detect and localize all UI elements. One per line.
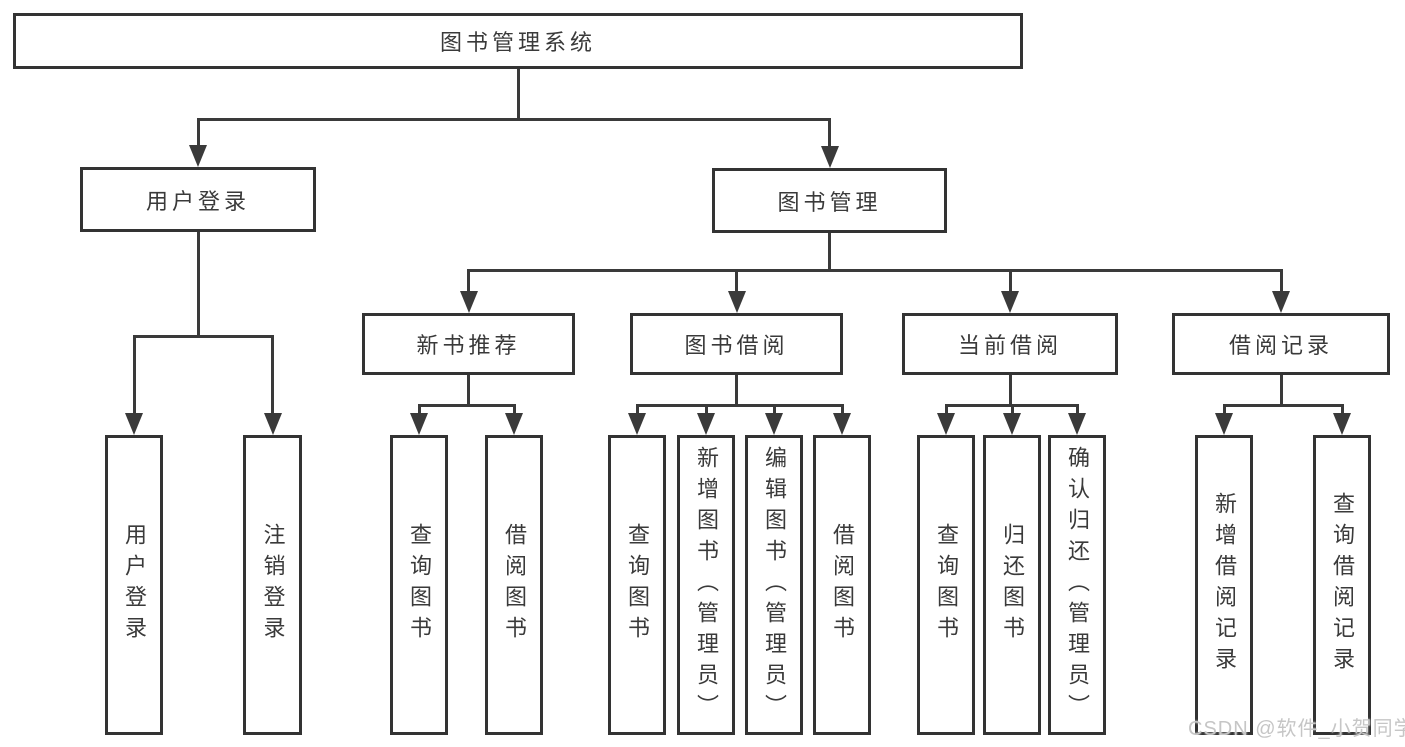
- node-login1: 用户登录: [105, 435, 163, 735]
- node-borrow: 图书借阅: [630, 313, 843, 375]
- node-g2c: 编辑图书（管理员）: [745, 435, 803, 735]
- connector-bus: [1222, 403, 1344, 407]
- arrow-down-icon: [833, 413, 851, 435]
- node-label: 当前借阅: [957, 333, 1062, 358]
- connector-bus: [467, 268, 1283, 272]
- connector-drop: [1279, 270, 1283, 292]
- node-g2b: 新增图书（管理员）: [677, 435, 735, 735]
- connector-drop: [635, 405, 639, 414]
- node-label: 借阅图书: [502, 523, 527, 647]
- node-g4b: 查询借阅记录: [1313, 435, 1371, 735]
- connector-trunk: [1279, 375, 1283, 405]
- arrow-down-icon: [727, 291, 746, 313]
- node-label: 查询图书: [934, 523, 959, 647]
- node-label: 新增图书（管理员）: [694, 445, 719, 725]
- connector-drop: [1075, 405, 1079, 414]
- node-label: 图书管理系统: [439, 30, 596, 55]
- arrow-down-icon: [1001, 291, 1019, 313]
- watermark: CSDN @软件_小贺同学: [1188, 718, 1405, 740]
- connector-drop: [1222, 405, 1226, 414]
- connector-drop: [704, 405, 708, 414]
- arrow-down-icon: [1068, 413, 1086, 435]
- node-current: 当前借阅: [902, 313, 1118, 375]
- connector-drop: [828, 119, 831, 147]
- arrow-down-icon: [937, 413, 955, 435]
- connector-drop: [467, 270, 470, 292]
- node-label: 借阅图书: [830, 523, 855, 647]
- connector-bus: [417, 403, 516, 407]
- arrow-down-icon: [697, 413, 715, 435]
- node-root: 图书管理系统: [13, 13, 1023, 69]
- connector-trunk: [735, 375, 738, 405]
- node-label: 归还图书: [1000, 523, 1025, 647]
- node-label: 注销登录: [260, 523, 286, 647]
- node-g2d: 借阅图书: [813, 435, 871, 735]
- arrow-down-icon: [505, 413, 523, 435]
- connector-trunk: [196, 232, 200, 336]
- connector-drop: [944, 405, 948, 414]
- arrow-down-icon: [820, 146, 839, 168]
- node-records: 借阅记录: [1172, 313, 1390, 375]
- node-g3b: 归还图书: [983, 435, 1041, 735]
- connector-bus: [196, 117, 831, 121]
- arrow-down-icon: [125, 413, 143, 435]
- node-label: 用户登录: [122, 523, 147, 647]
- arrow-down-icon: [410, 413, 428, 435]
- node-label: 图书借阅: [684, 333, 789, 358]
- connector-drop: [1010, 405, 1014, 414]
- arrow-down-icon: [1333, 413, 1351, 435]
- arrow-down-icon: [1272, 291, 1290, 313]
- arrow-down-icon: [263, 413, 282, 435]
- connector-bus: [635, 403, 844, 407]
- connector-drop: [512, 405, 516, 414]
- node-label: 用户登录: [145, 188, 250, 214]
- node-g3a: 查询图书: [917, 435, 975, 735]
- node-login: 用户登录: [80, 167, 316, 232]
- node-g3c: 确认归还（管理员）: [1048, 435, 1106, 735]
- node-g2a: 查询图书: [608, 435, 666, 735]
- connector-trunk: [828, 233, 831, 270]
- node-label: 借阅记录: [1228, 333, 1333, 358]
- connector-drop: [772, 405, 776, 414]
- arrow-down-icon: [459, 291, 478, 313]
- connector-trunk: [516, 69, 520, 119]
- connector-drop: [417, 405, 421, 414]
- arrow-down-icon: [765, 413, 783, 435]
- node-label: 查询借阅记录: [1330, 492, 1355, 678]
- node-label: 编辑图书（管理员）: [762, 445, 787, 725]
- connector-drop: [735, 270, 738, 292]
- node-label: 查询图书: [407, 523, 432, 647]
- connector-trunk: [1008, 375, 1012, 405]
- node-label: 新增借阅记录: [1212, 492, 1237, 678]
- node-label: 查询图书: [625, 523, 650, 647]
- node-label: 新书推荐: [416, 333, 521, 358]
- connector-drop: [132, 336, 136, 414]
- node-g1a: 查询图书: [390, 435, 448, 735]
- node-g4a: 新增借阅记录: [1195, 435, 1253, 735]
- connector-drop: [1340, 405, 1344, 414]
- node-label: 确认归还（管理员）: [1065, 445, 1090, 725]
- node-mgmt: 图书管理: [712, 168, 947, 233]
- connector-drop: [1008, 270, 1012, 292]
- arrow-down-icon: [628, 413, 646, 435]
- connector-drop: [271, 336, 274, 414]
- arrow-down-icon: [1215, 413, 1233, 435]
- connector-trunk: [467, 375, 470, 405]
- arrow-down-icon: [1003, 413, 1021, 435]
- connector-drop: [840, 405, 844, 414]
- node-label: 图书管理: [777, 189, 882, 215]
- node-g1b: 借阅图书: [485, 435, 543, 735]
- node-login2: 注销登录: [243, 435, 302, 735]
- arrow-down-icon: [189, 145, 207, 167]
- node-recnew: 新书推荐: [362, 313, 575, 375]
- connector-drop: [196, 119, 200, 146]
- connector-bus: [132, 334, 274, 338]
